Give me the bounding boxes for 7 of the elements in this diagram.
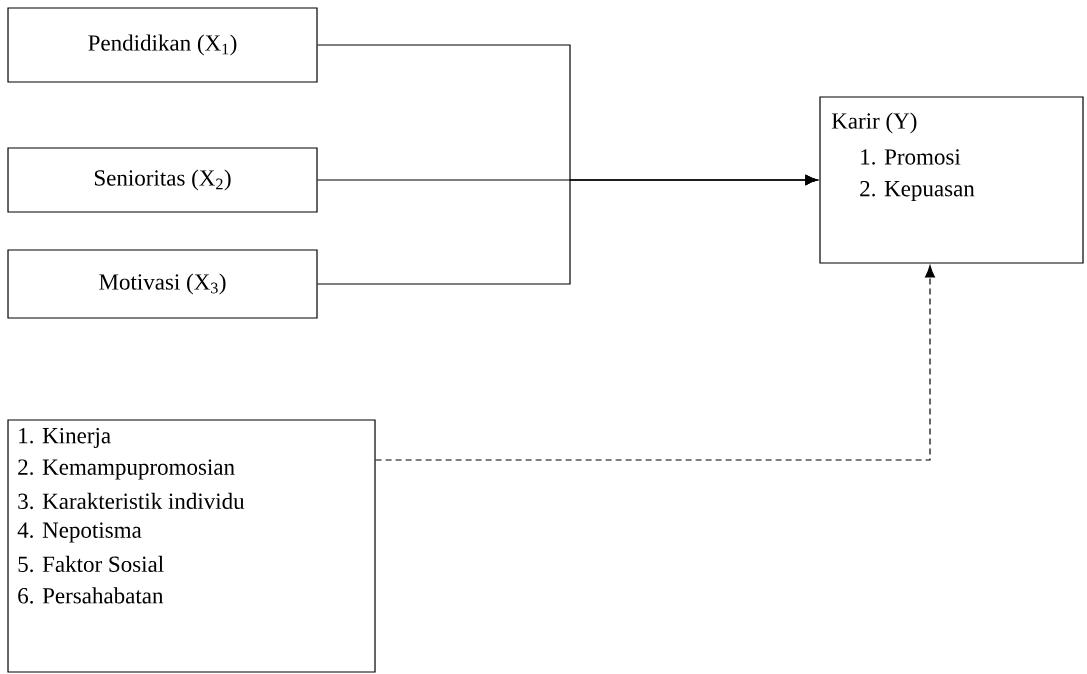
- list-box: 1. Kinerja 2. Kemampupromosian 3. Karakteristik individu 4. Nepotisma 5. Faktor Sosial 6. Persahabatan: [7, 419, 376, 673]
- outcome-box: Karir (Y) 1. Promosi 2. Kepuasan: [819, 96, 1084, 264]
- arrow: [375, 265, 936, 461]
- variable-box: Motivasi (X$_{3}$): [7, 249, 318, 319]
- variable-box: Pendidikan (X$_{1}$): [7, 7, 318, 83]
- arrow: [317, 174, 818, 285]
- variable-box: Senioritas (X$_{2}$): [7, 147, 318, 213]
